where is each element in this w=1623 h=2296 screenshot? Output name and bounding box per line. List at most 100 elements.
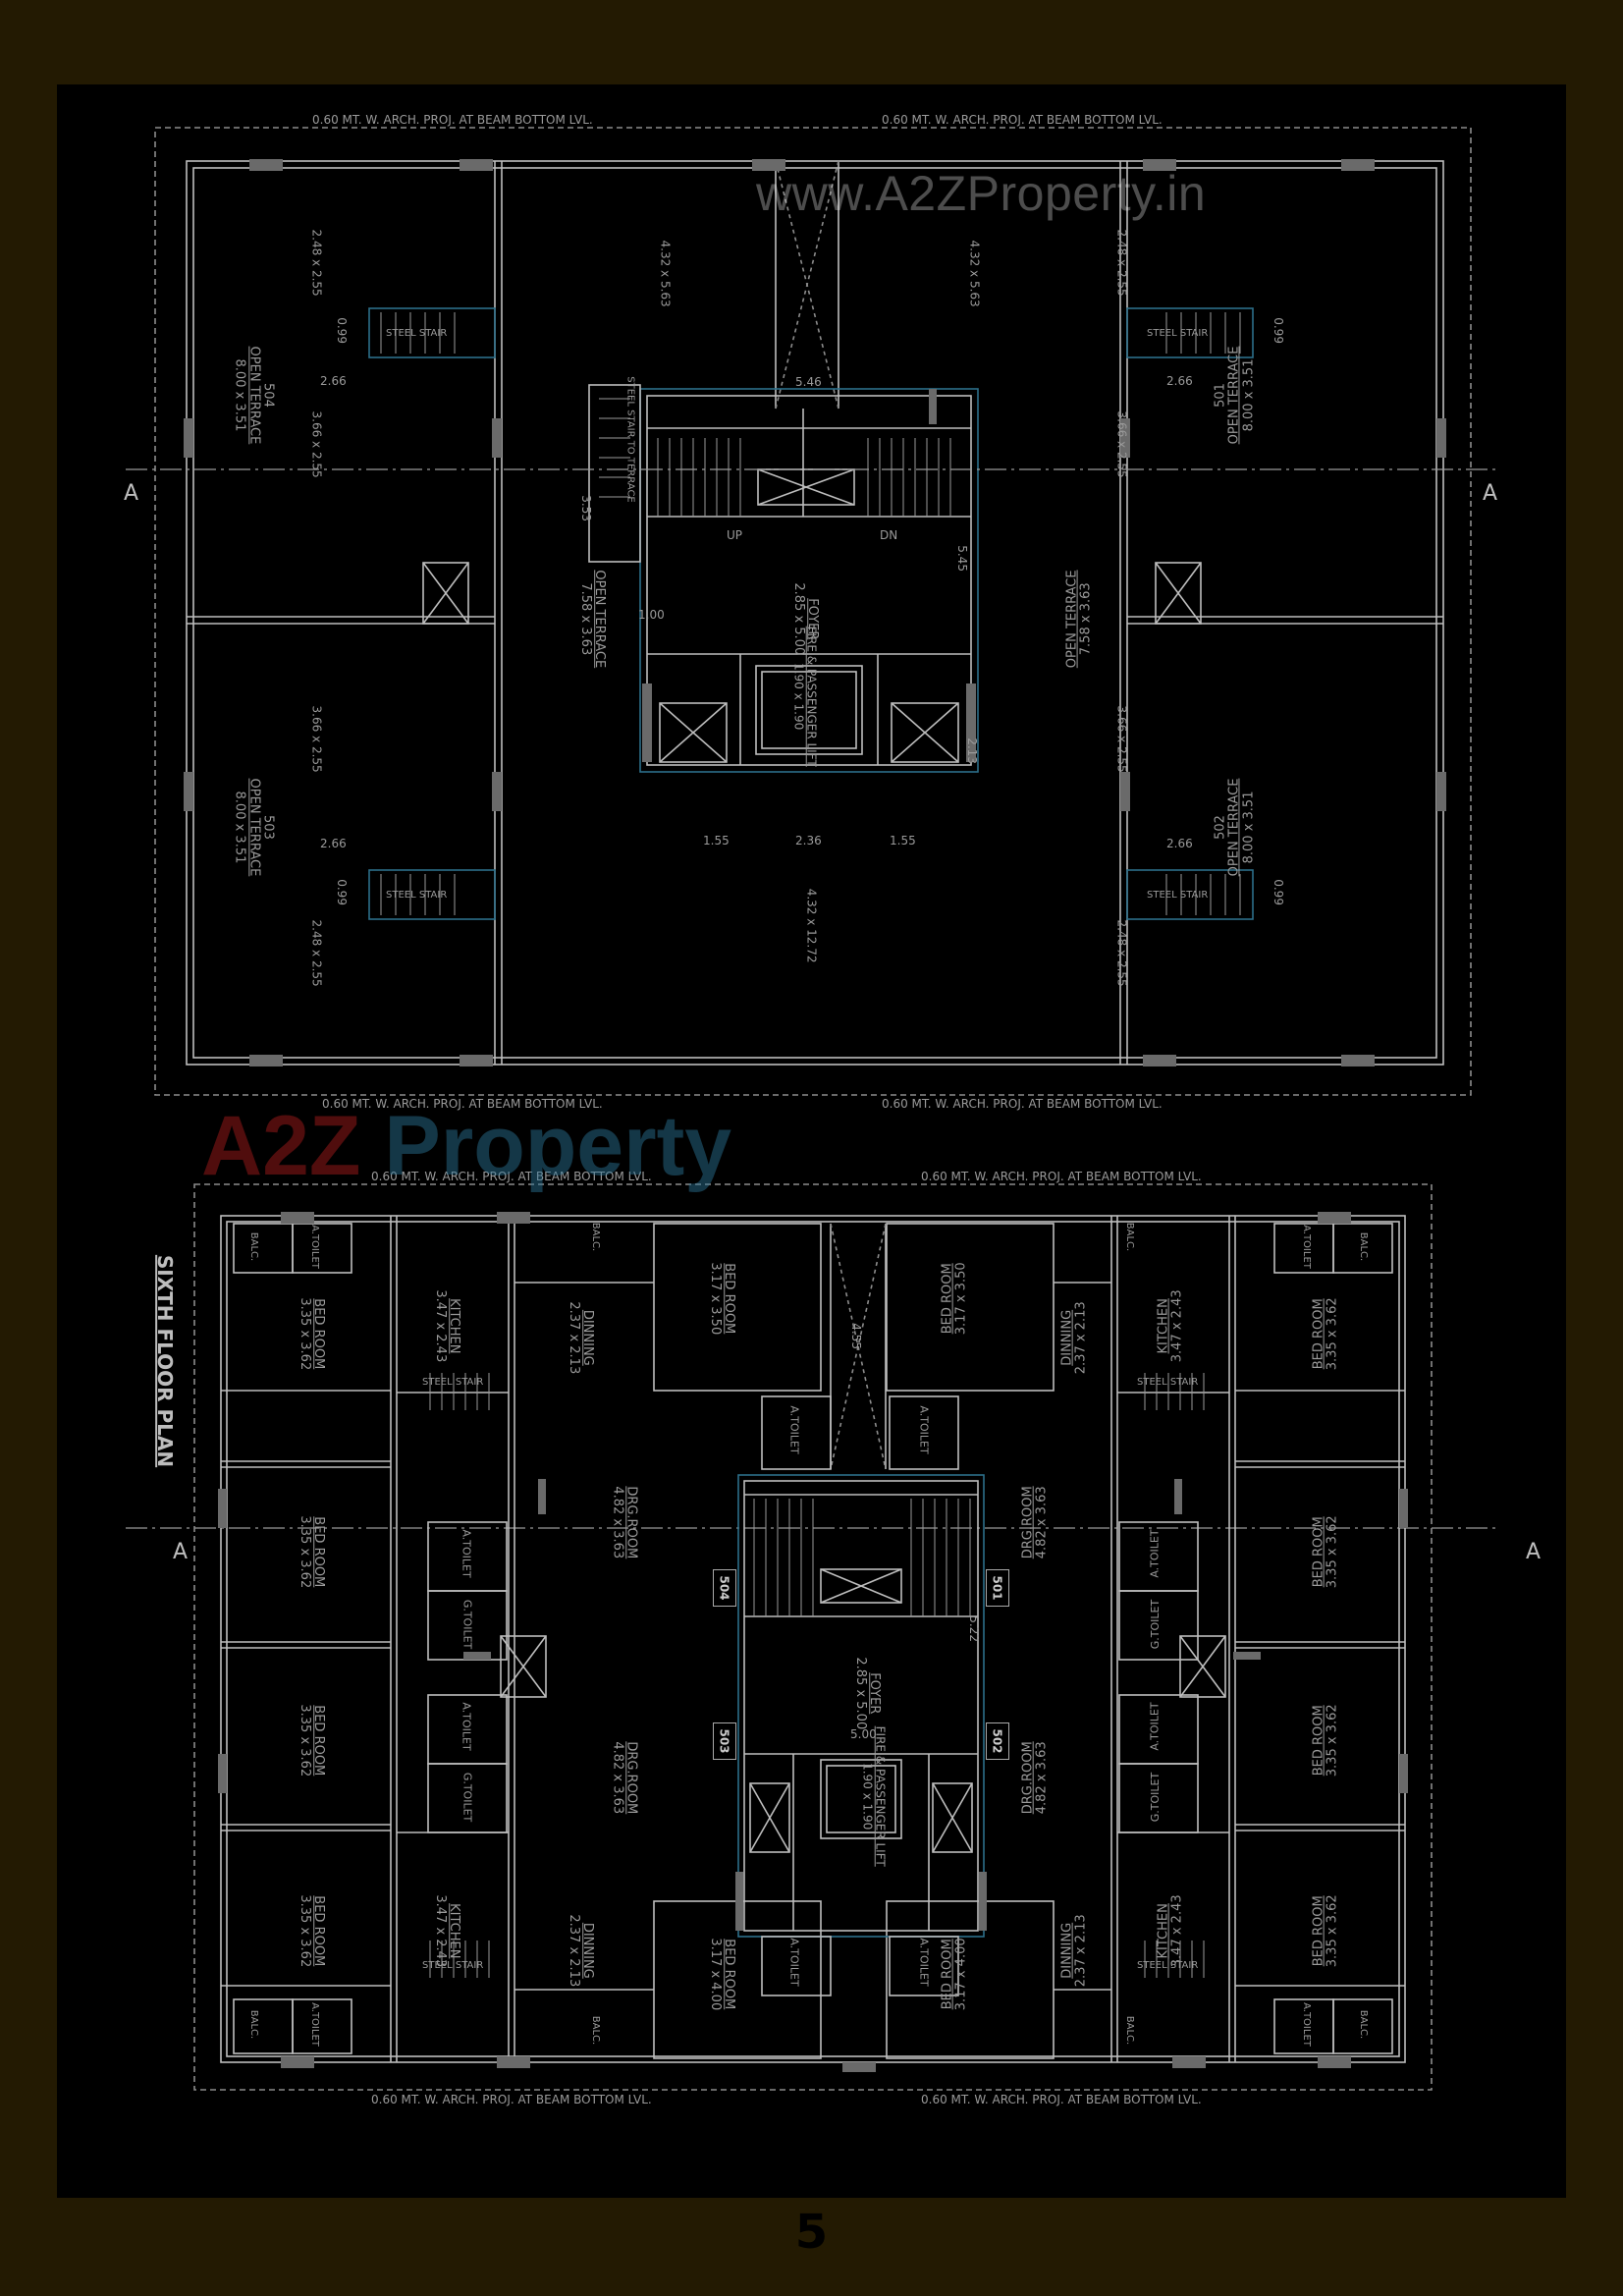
unit-number: 502 xyxy=(1213,815,1228,840)
dim-366-255-b: 3.66 x 2.55 xyxy=(309,705,324,773)
unit-tag-502: 502 xyxy=(986,1722,1009,1760)
dim-266-b: 2.66 xyxy=(320,837,347,850)
dim-545: 5.45 xyxy=(954,545,969,572)
dim-248-255-d: 2.48 x 2.55 xyxy=(1114,919,1129,987)
projection-note-bottom-left: 0.60 MT. W. ARCH. PROJ. AT BEAM BOTTOM L… xyxy=(322,1097,603,1111)
steel-stair-label-a: STEEL STAIR xyxy=(386,328,448,339)
dim-366-255-c: 3.66 x 2.55 xyxy=(1114,410,1129,478)
terrace-432-1272: 4.32 x 12.72 xyxy=(804,888,819,963)
steel-stair-lower-br: STEEL STAIR xyxy=(1137,1960,1199,1971)
dim-522-lower: 5.22 xyxy=(966,1615,981,1642)
a-toilet-left-1: A.TOILET xyxy=(460,1529,473,1578)
g-toilet-left-2: G.TOILET xyxy=(460,1772,474,1823)
balc-bottom-right-small: BALC. xyxy=(1124,2015,1136,2046)
a-toilet-corner-tl: A.TOILET xyxy=(308,1225,320,1269)
dim-266-a: 2.66 xyxy=(320,374,347,388)
balc-top-right-small: BALC. xyxy=(1124,1222,1136,1252)
room-504-open-terrace: 504 OPEN TERRACE 8.00 x 3.51 xyxy=(232,346,276,445)
terrace-432-563-left: 4.32 x 5.63 xyxy=(658,240,673,307)
a-toilet-left-2: A.TOILET xyxy=(460,1702,473,1751)
unit-number: 501 xyxy=(1213,383,1228,408)
steel-stair-lower-tr: STEEL STAIR xyxy=(1137,1377,1199,1388)
room-dim: 7.58 x 3.63 xyxy=(1078,582,1094,656)
projection-note-top-right: 0.60 MT. W. ARCH. PROJ. AT BEAM BOTTOM L… xyxy=(882,113,1163,127)
room-503-open-terrace: 503 OPEN TERRACE 8.00 x 3.51 xyxy=(232,778,276,877)
room-dim: 8.00 x 3.51 xyxy=(1241,358,1257,432)
room-dim: 8.00 x 3.51 xyxy=(1241,791,1257,864)
dim-266-d: 2.66 xyxy=(1166,837,1193,850)
unit-number: 503 xyxy=(260,815,276,840)
a-toilet-corner-bl: A.TOILET xyxy=(308,2002,320,2047)
open-terrace-758-left: OPEN TERRACE 7.58 x 3.63 xyxy=(578,570,607,668)
unit-tag-501: 501 xyxy=(986,1569,1009,1607)
balc-top-left-small: BALC. xyxy=(590,1222,602,1252)
projection-note-lower-bottom-right: 0.60 MT. W. ARCH. PROJ. AT BEAM BOTTOM L… xyxy=(921,2093,1202,2106)
section-marker-a-lower-right: A xyxy=(1526,1540,1542,1564)
room-dim: 8.00 x 3.51 xyxy=(232,358,247,432)
page-number: 5 xyxy=(794,2205,829,2260)
dim-366-255: 3.66 x 2.55 xyxy=(309,410,324,478)
stair-up: UP xyxy=(727,528,743,542)
drawing-sheet: 0.60 MT. W. ARCH. PROJ. AT BEAM BOTTOM L… xyxy=(57,84,1566,2198)
room-name: OPEN TERRACE xyxy=(1226,346,1242,445)
steel-stair-lower-tl: STEEL STAIR xyxy=(422,1377,484,1388)
projection-note-lower-top-left: 0.60 MT. W. ARCH. PROJ. AT BEAM BOTTOM L… xyxy=(371,1170,652,1183)
projection-note-lower-top-right: 0.60 MT. W. ARCH. PROJ. AT BEAM BOTTOM L… xyxy=(921,1170,1202,1183)
room-name: OPEN TERRACE xyxy=(1064,570,1080,669)
g-toilet-right-1: G.TOILET xyxy=(1149,1599,1163,1650)
open-terrace-758-right: OPEN TERRACE 7.58 x 3.63 xyxy=(1064,570,1095,669)
steel-stair-label-d: STEEL STAIR xyxy=(1147,890,1209,901)
balc-bottom-left-small: BALC. xyxy=(590,2015,602,2046)
dim-546: 5.46 xyxy=(795,375,822,389)
room-dim: 1.90 x 1.90 xyxy=(791,663,806,731)
a-toilet-center-bottom-left: A.TOILET xyxy=(787,1938,801,1987)
a-toilet-right-2: A.TOILET xyxy=(1148,1702,1162,1751)
dim-353: 3.53 xyxy=(578,495,593,521)
steel-stair-to-terrace: STEEL STAIR TO TERRACE xyxy=(624,376,636,503)
watermark-url: www.A2ZProperty.in xyxy=(756,166,1207,221)
room-name: FIRE & PASSENGER LIFT xyxy=(804,626,819,767)
brand-logo: A2Z Property xyxy=(201,1099,732,1193)
section-marker-a-right: A xyxy=(1483,481,1498,506)
steel-stair-lower-bl: STEEL STAIR xyxy=(422,1960,484,1971)
stair-dn: DN xyxy=(880,528,898,542)
room-name: OPEN TERRACE xyxy=(246,346,262,445)
dim-099-c: 0.99 xyxy=(1271,317,1285,344)
room-name: OPEN TERRACE xyxy=(246,778,262,877)
floor-plan-title: SIXTH FLOOR PLAN xyxy=(153,1254,178,1468)
dim-366-255-d: 3.66 x 2.55 xyxy=(1114,705,1129,773)
balc-bl: BALC. xyxy=(248,2009,260,2040)
dim-099-b: 0.99 xyxy=(334,879,349,905)
unit-tag-503: 503 xyxy=(713,1722,736,1760)
room-502-open-terrace: 502 OPEN TERRACE 8.00 x 3.51 xyxy=(1213,778,1257,877)
dim-100: 1.00 xyxy=(638,608,665,622)
dim-099-d: 0.99 xyxy=(1271,879,1285,905)
dim-455-lower: 4.55 xyxy=(848,1323,863,1349)
room-name: OPEN TERRACE xyxy=(1226,778,1242,877)
terrace-432-563-right: 4.32 x 5.63 xyxy=(967,240,982,307)
room-name: OPEN TERRACE xyxy=(592,570,608,669)
terrace-lift: FIRE & PASSENGER LIFT 1.90 x 1.90 xyxy=(791,626,819,767)
